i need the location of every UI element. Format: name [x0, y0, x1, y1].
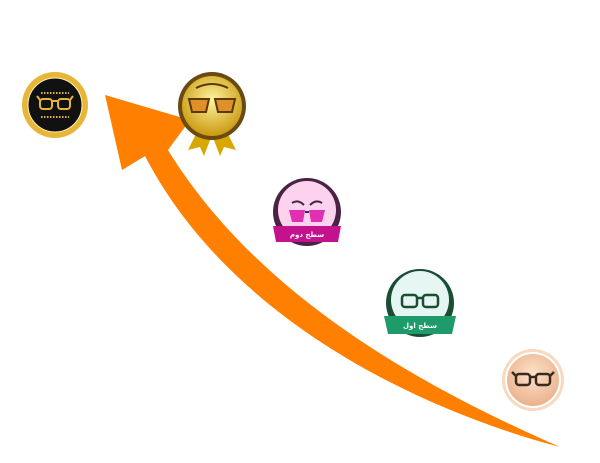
glasses-icon — [511, 371, 555, 387]
badge-level-two: سطح دوم — [273, 178, 341, 246]
level-two-label: سطح دوم — [290, 231, 324, 239]
glasses-icon — [400, 293, 440, 309]
glasses-icon — [187, 83, 237, 113]
glasses-icon — [36, 92, 74, 118]
progress-arrow — [105, 95, 560, 447]
badge-black — [22, 72, 88, 138]
badge-gold — [178, 72, 246, 156]
badge-beginner — [502, 349, 564, 411]
level-one-label: سطح اول — [403, 322, 437, 330]
glasses-icon — [289, 200, 325, 222]
badge-level-one: سطح اول — [384, 269, 456, 337]
